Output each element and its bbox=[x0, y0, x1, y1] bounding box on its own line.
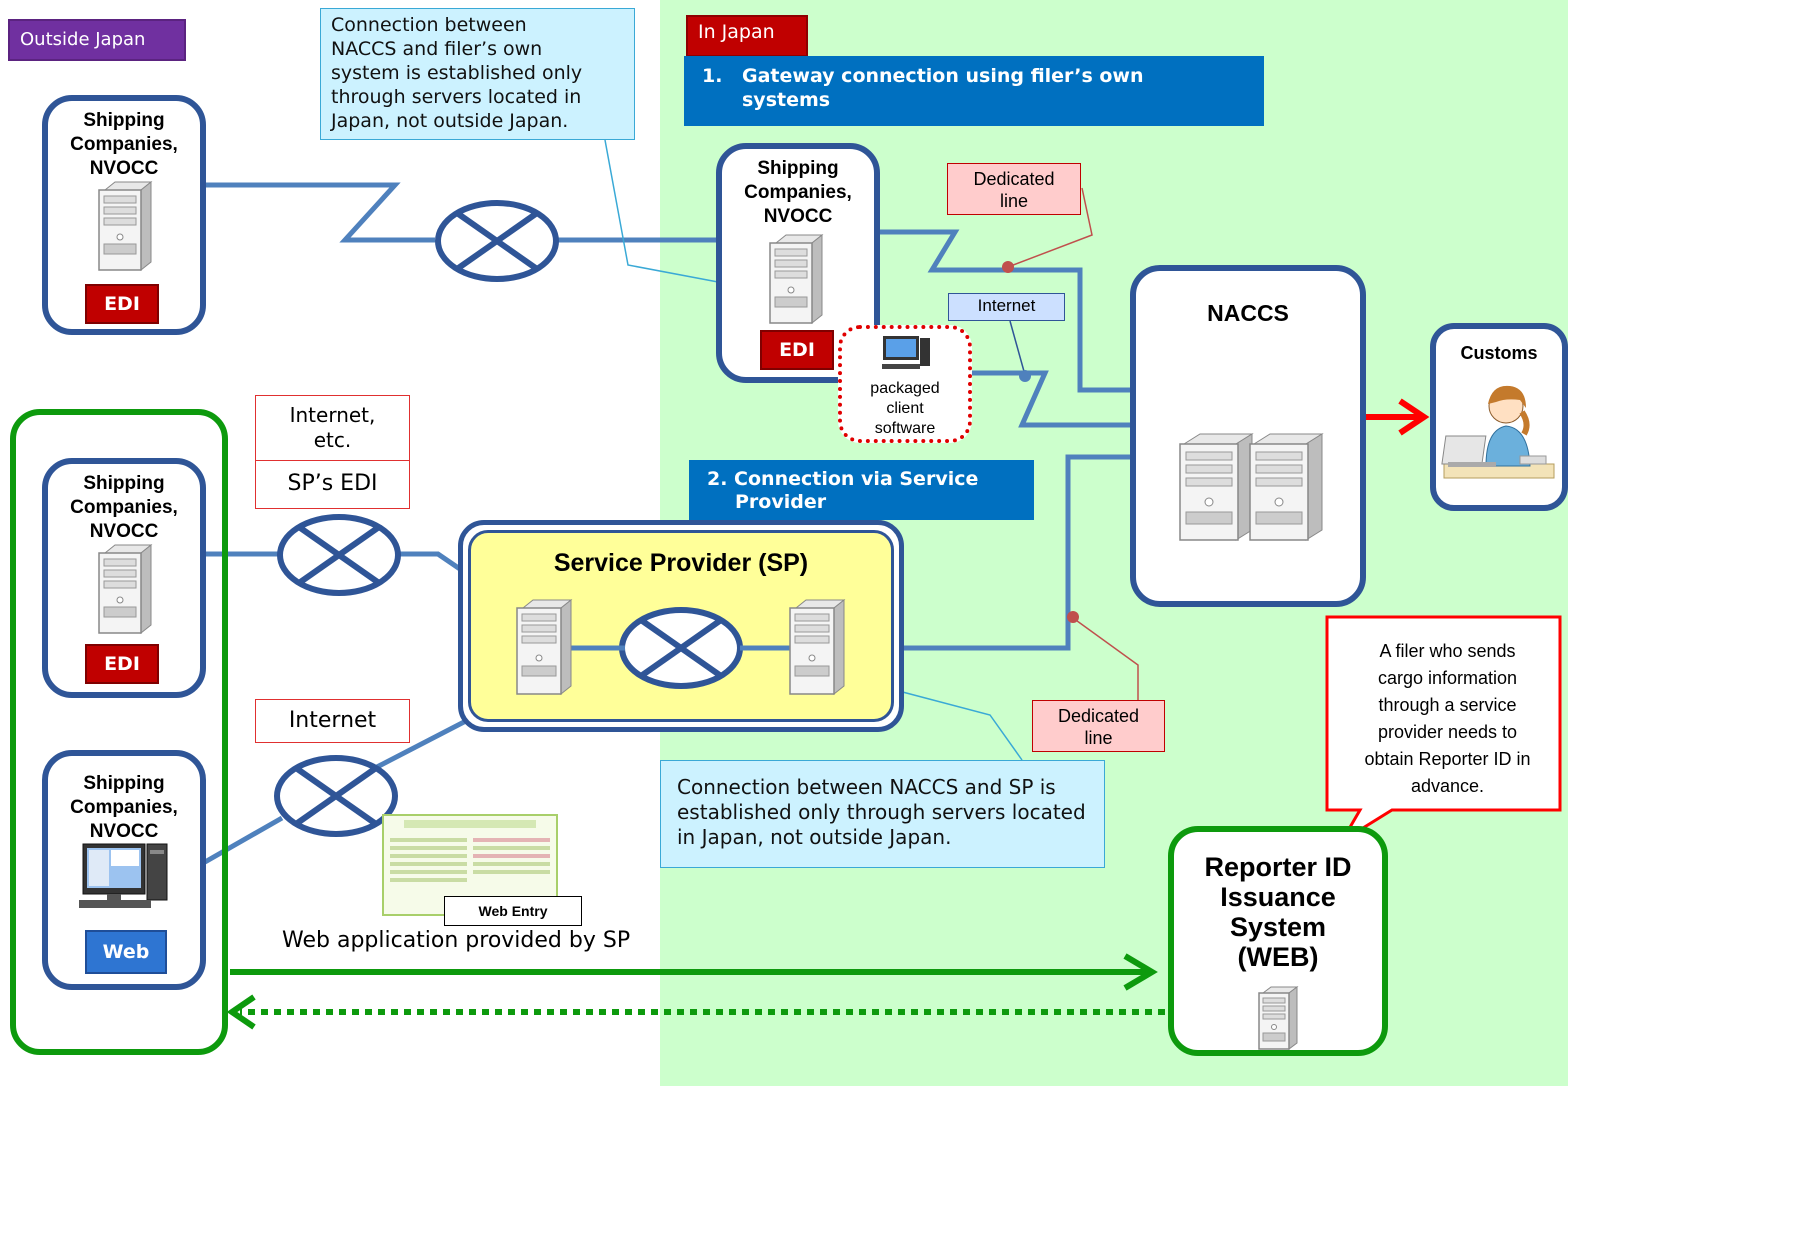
gateway-connection-header: 1.Gateway connection using filer’s own s… bbox=[684, 56, 1264, 126]
line-outside-filer-to-japan bbox=[205, 182, 435, 243]
network-cloud-icon-sp bbox=[619, 607, 743, 689]
server-icon bbox=[769, 233, 824, 325]
leader-internet bbox=[1009, 320, 1026, 376]
server-icon bbox=[98, 180, 153, 272]
pc-monitor-icon bbox=[882, 336, 930, 369]
line-web-filer-to-circle bbox=[203, 815, 284, 865]
sp-server-icon-right bbox=[789, 598, 846, 696]
leader-dot-dedicated-2 bbox=[1067, 611, 1079, 623]
outside-japan-tag: Outside Japan bbox=[8, 19, 186, 61]
web-entry-label: Web Entry bbox=[444, 896, 582, 926]
web-button[interactable]: Web bbox=[85, 930, 167, 974]
internet-label-box: Internet bbox=[255, 699, 410, 743]
sp-connection-header: 2. Connection via Service Provider bbox=[689, 460, 1034, 520]
leader-dedicated-1 bbox=[1007, 187, 1093, 268]
network-cloud-icon-1 bbox=[435, 200, 559, 282]
edi-button-sp[interactable]: EDI bbox=[85, 644, 159, 684]
edi-button-japan[interactable]: EDI bbox=[760, 330, 834, 370]
in-japan-tag: In Japan bbox=[686, 15, 808, 57]
internet-label-small: Internet bbox=[948, 293, 1065, 321]
edi-button-outside[interactable]: EDI bbox=[85, 284, 159, 324]
reporter-note-bubble bbox=[1325, 615, 1562, 843]
web-application-caption: Web application provided by SP bbox=[282, 928, 631, 953]
server-icon bbox=[98, 543, 153, 635]
leader-dot-internet bbox=[1019, 370, 1031, 382]
network-cloud-icon-3 bbox=[274, 755, 398, 837]
line-package-to-naccs bbox=[972, 370, 1170, 425]
sp-link-left bbox=[565, 645, 625, 651]
reporter-server-icon bbox=[1258, 986, 1299, 1050]
naccs-server-icon bbox=[1179, 433, 1324, 541]
sp-edi-label-box: Internet,etc. SP’s EDI bbox=[255, 395, 410, 509]
sp-server-icon-left bbox=[516, 598, 573, 696]
sp-link-right bbox=[740, 645, 795, 651]
desktop-pc-icon bbox=[79, 843, 168, 908]
arrow-filer-to-reporter bbox=[230, 953, 1158, 991]
network-cloud-icon-2 bbox=[277, 514, 401, 596]
customs-officer-icon bbox=[1441, 385, 1555, 479]
arrow-reporter-to-filer-dotted bbox=[226, 994, 1165, 1030]
filer-sp-group-box bbox=[10, 409, 228, 1055]
leader-dedicated-2 bbox=[1072, 617, 1139, 700]
line-sp-to-naccs bbox=[846, 457, 1170, 651]
leader-dot-dedicated-1 bbox=[1002, 261, 1014, 273]
